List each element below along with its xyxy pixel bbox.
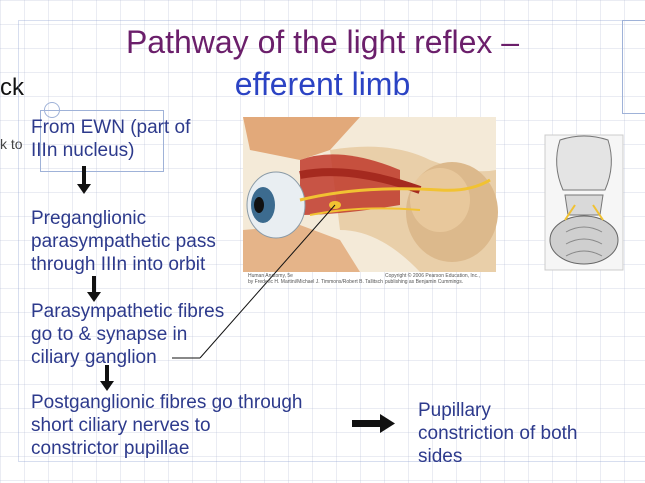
down-arrow-icon — [77, 166, 91, 194]
background-window-text-top: ck — [0, 74, 24, 101]
step-ciliary-ganglion: Parasympathetic fibres go to & synapse i… — [31, 301, 225, 368]
step-ewn: From EWN (part of IIIn nucleus) — [31, 117, 191, 161]
slide-title: Pathway of the light reflex – — [125, 24, 520, 60]
down-arrow-icon — [87, 276, 101, 302]
step-preganglionic: Preganglionic parasympathetic pass throu… — [31, 208, 216, 275]
figure-credit-left-text: Human Anatomy, 5e by Frederic H. Martini… — [248, 273, 383, 285]
orbit-anatomy-illustration — [243, 117, 498, 272]
slide-subtitle: efferent limb — [234, 66, 411, 102]
down-arrow-icon — [100, 365, 114, 391]
crosshair-icon — [44, 102, 60, 118]
pointer-line — [199, 204, 336, 359]
background-window-frame — [18, 20, 645, 462]
result-constriction: Pupillary constriction of both sides — [418, 400, 578, 467]
step-postganglionic: Postganglionic fibres go through short c… — [31, 392, 303, 459]
figure-credit-right-text: Copyright © 2006 Pearson Education, Inc.… — [385, 273, 480, 285]
background-window-inner-box — [40, 110, 164, 172]
right-arrow-icon — [352, 414, 395, 433]
background-window-right-panel — [622, 20, 645, 114]
background-window-text-mid: k to — [0, 136, 23, 152]
brainstem-illustration — [544, 134, 624, 271]
